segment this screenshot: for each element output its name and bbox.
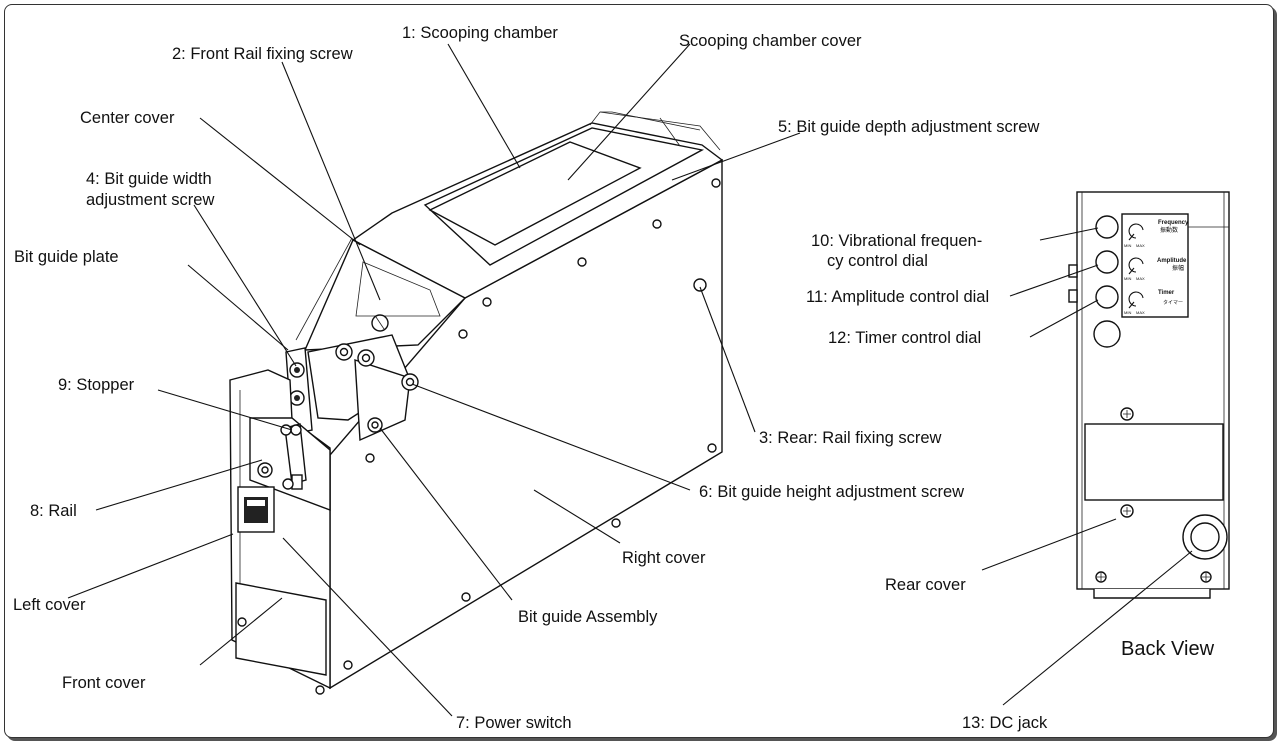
label-bit-guide-depth-screw: 5: Bit guide depth adjustment screw: [778, 118, 1039, 136]
label-bit-guide-assembly: Bit guide Assembly: [518, 608, 658, 626]
label-bit-guide-height-screw: 6: Bit guide height adjustment screw: [699, 483, 964, 501]
min-label-1: MIN: [1124, 243, 1131, 248]
timer-sub-label: タイマー: [1163, 299, 1183, 306]
amplitude-label: Amplitude: [1157, 258, 1187, 264]
label-back-view: Back View: [1121, 638, 1215, 660]
label-stopper: 9: Stopper: [58, 376, 135, 394]
label-scooping-chamber-cover: Scooping chamber cover: [679, 32, 862, 50]
main-unit-drawing: [229, 111, 724, 695]
back-view-drawing: Frequency 振動数 Amplitude 振幅 Timer タイマー MI…: [1068, 191, 1230, 599]
max-label-1: MAX: [1136, 243, 1145, 248]
amplitude-jp-label: 振幅: [1172, 264, 1184, 272]
label-freq-dial-line2: cy control dial: [827, 252, 928, 270]
label-right-cover: Right cover: [622, 549, 706, 567]
leader-lines: [67, 43, 1193, 717]
label-center-cover: Center cover: [80, 109, 175, 127]
label-front-cover: Front cover: [62, 674, 146, 692]
frequency-label: Frequency: [1158, 220, 1189, 226]
min-label-3: MIN: [1124, 310, 1131, 315]
label-bit-guide-plate: Bit guide plate: [14, 248, 119, 266]
min-label-2: MIN: [1124, 276, 1131, 281]
label-dc-jack: 13: DC jack: [962, 714, 1048, 732]
callout-labels: 1: Scooping chamber Scooping chamber cov…: [13, 24, 1215, 732]
label-bit-guide-width-screw-line2: adjustment screw: [86, 191, 214, 209]
label-rail: 8: Rail: [30, 502, 77, 520]
frequency-jp-label: 振動数: [1160, 226, 1178, 234]
label-left-cover: Left cover: [13, 596, 86, 614]
label-amplitude-dial: 11: Amplitude control dial: [806, 288, 989, 306]
label-rear-rail-fixing-screw: 3: Rear: Rail fixing screw: [759, 429, 942, 447]
timer-label: Timer: [1158, 290, 1175, 296]
label-freq-dial-line1: 10: Vibrational frequen-: [811, 232, 982, 250]
label-power-switch: 7: Power switch: [456, 714, 572, 732]
label-front-rail-fixing-screw: 2: Front Rail fixing screw: [172, 45, 353, 63]
max-label-2: MAX: [1136, 276, 1145, 281]
label-scooping-chamber: 1: Scooping chamber: [402, 24, 558, 42]
label-timer-dial: 12: Timer control dial: [828, 329, 981, 347]
label-rear-cover: Rear cover: [885, 576, 966, 594]
max-label-3: MAX: [1136, 310, 1145, 315]
label-bit-guide-width-screw-line1: 4: Bit guide width: [86, 170, 212, 188]
